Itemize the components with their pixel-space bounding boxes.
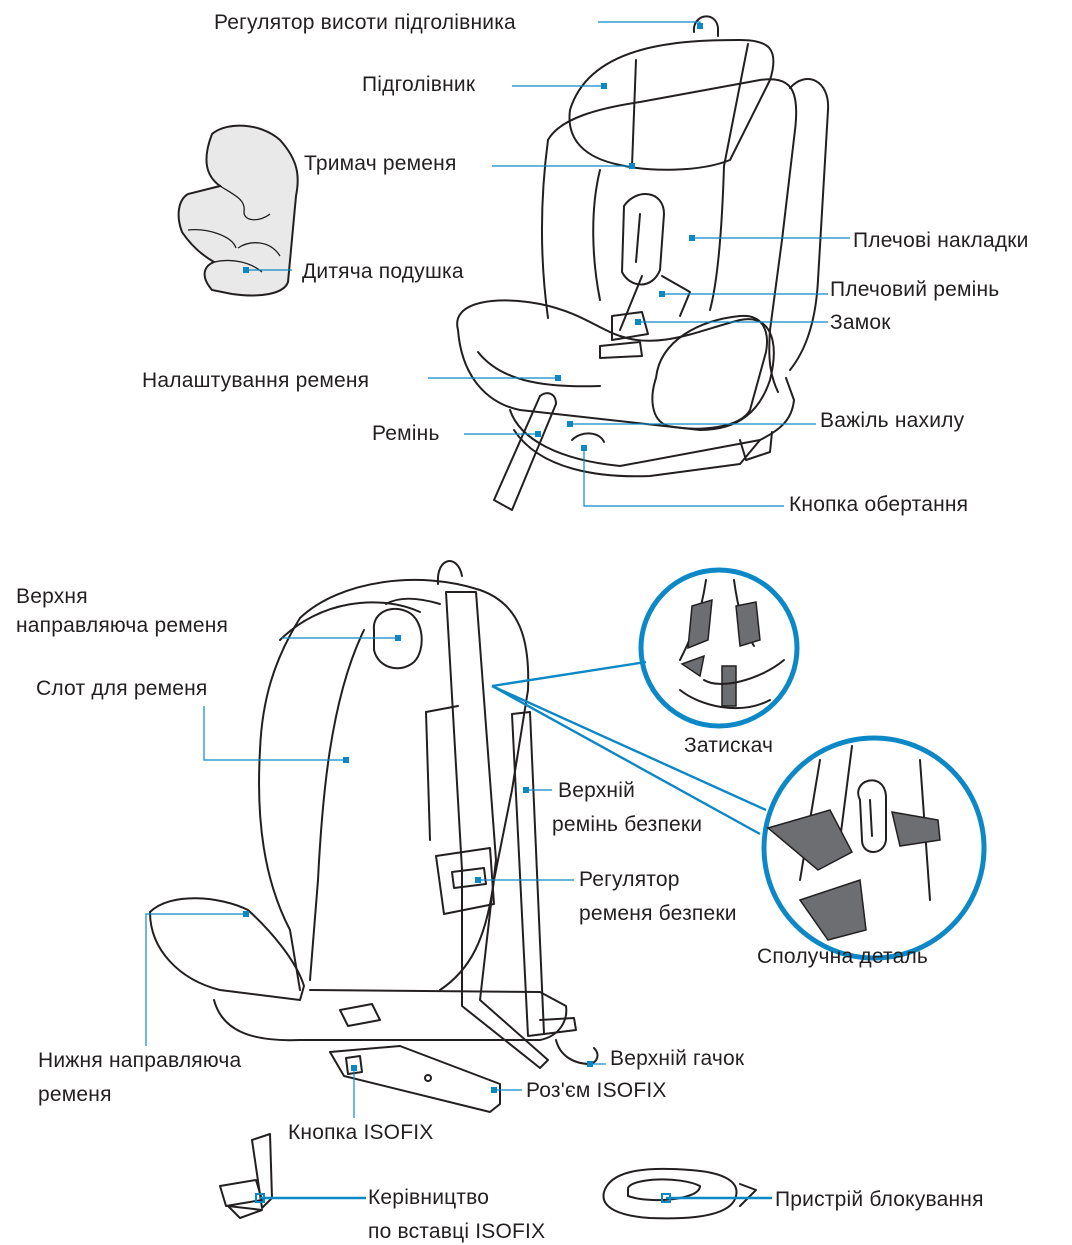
shoulder-pad-left: [622, 194, 664, 284]
label-isofix-guide-line1: Керівництво: [368, 1185, 489, 1211]
label-infant-cushion: Дитяча подушка: [302, 259, 464, 285]
label-upper-belt-guide-line2: направляюча ременя: [16, 613, 228, 639]
side-shell: [300, 580, 528, 990]
label-locking-device: Пристрій блокування: [775, 1187, 984, 1213]
top-hook-shape: [556, 1040, 597, 1064]
tether-strap: [446, 592, 548, 1068]
label-belt-holder: Тримач ременя: [304, 151, 457, 177]
label-rotation-button: Кнопка обертання: [789, 492, 968, 518]
label-buckle: Замок: [830, 310, 891, 336]
label-top-tether-line2: ремінь безпеки: [552, 812, 702, 838]
seat-cushion: [457, 300, 774, 430]
isofix-guide-illustration: [220, 1134, 272, 1218]
label-headrest: Підголівник: [362, 72, 475, 98]
headrest: [569, 40, 773, 170]
clip-inset: [641, 570, 797, 726]
label-upper-belt-guide-line1: Верхня: [16, 584, 88, 610]
seat-front-view: [457, 16, 828, 510]
label-tether-adjuster-line2: ременя безпеки: [579, 901, 737, 927]
label-tether-adjuster-line1: Регулятор: [579, 867, 680, 893]
label-connector: Сполучна деталь: [757, 944, 928, 970]
label-shoulder-pads: Плечові накладки: [853, 228, 1029, 254]
label-top-hook: Верхній гачок: [610, 1046, 744, 1072]
seat-side-view: [150, 561, 597, 1112]
label-lower-belt-guide-line1: Нижня направляюча: [38, 1048, 241, 1074]
label-isofix-guide-line2: по вставці ISOFIX: [368, 1219, 545, 1245]
label-isofix-connector: Роз'єм ISOFIX: [526, 1078, 667, 1104]
label-top-tether-line1: Верхній: [558, 778, 635, 804]
label-isofix-button: Кнопка ISOFIX: [288, 1120, 434, 1146]
label-headrest-height-adjuster: Регулятор висоти підголівника: [214, 10, 516, 36]
rotation-button: [572, 433, 604, 442]
label-lower-belt-guide-line2: ременя: [38, 1082, 112, 1108]
label-shoulder-belt: Плечовий ремінь: [830, 277, 999, 303]
label-belt-adjustment: Налаштування ременя: [142, 368, 369, 394]
side-base: [214, 990, 566, 1040]
label-belt: Ремінь: [372, 421, 440, 447]
locking-device-illustration: [603, 1169, 756, 1219]
label-belt-slot: Слот для ременя: [36, 676, 207, 702]
connector-inset: [764, 738, 984, 958]
label-clip: Затискач: [684, 733, 773, 759]
label-recline-lever: Важіль нахилу: [820, 408, 964, 434]
